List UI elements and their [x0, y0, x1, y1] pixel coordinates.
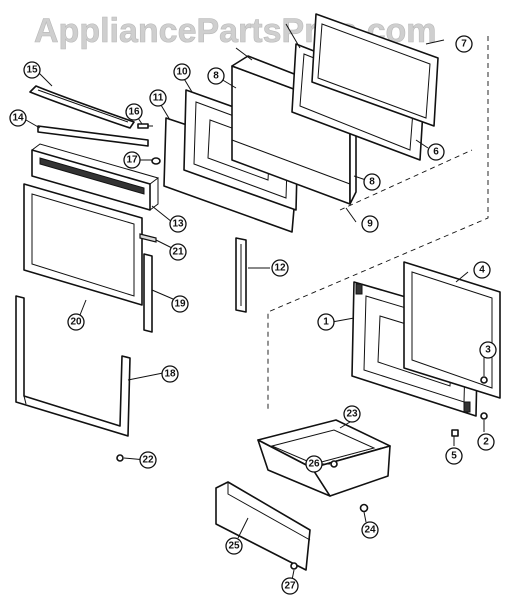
clip: [151, 157, 161, 165]
svg-text:18: 18: [164, 369, 176, 380]
storage-drawer: [257, 419, 391, 497]
drawer-fastener: [330, 460, 338, 468]
svg-text:11: 11: [153, 93, 164, 104]
svg-text:26: 26: [308, 459, 320, 470]
outer-door-panel: [23, 183, 143, 306]
callout-11: 11: [149, 89, 167, 107]
svg-text:7: 7: [461, 39, 467, 50]
bracket: [451, 429, 459, 437]
callout-25: 25: [225, 537, 243, 555]
svg-text:14: 14: [12, 113, 24, 124]
svg-text:1: 1: [323, 317, 329, 328]
hinge-channel: [235, 237, 247, 313]
door-handle: [29, 85, 135, 129]
callout-16: 16: [125, 103, 143, 121]
frame-screw: [116, 454, 124, 462]
callout-24: 24: [361, 521, 379, 539]
handle-screw: [137, 123, 153, 129]
door-gasket: [403, 261, 501, 399]
drawer-screw: [290, 562, 298, 570]
callout-1: 1: [317, 313, 335, 331]
callout-22: 22: [139, 451, 157, 469]
callout-6: 6: [427, 143, 445, 161]
svg-text:3: 3: [485, 345, 491, 356]
svg-text:16: 16: [128, 107, 140, 118]
svg-text:21: 21: [172, 247, 184, 258]
callout-5: 5: [445, 447, 463, 465]
svg-text:8: 8: [213, 71, 219, 82]
svg-text:15: 15: [26, 65, 38, 76]
callout-17: 17: [123, 151, 141, 169]
svg-text:4: 4: [479, 265, 485, 276]
door-frame: [15, 295, 131, 437]
callout-8a: 8: [207, 67, 225, 85]
callout-12: 12: [271, 259, 289, 277]
callout-23: 23: [343, 405, 361, 423]
callout-13: 13: [169, 215, 187, 233]
callout-4: 4: [473, 261, 491, 279]
door-strip: [139, 233, 157, 243]
callout-9: 9: [361, 215, 379, 233]
watermark-text: AppliancePartsPros.com: [34, 12, 436, 50]
drawer-nut: [359, 503, 369, 513]
callout-8b: 8: [363, 173, 381, 191]
svg-text:9: 9: [367, 219, 373, 230]
callout-27: 27: [281, 577, 299, 595]
svg-text:24: 24: [364, 525, 376, 536]
callout-19: 19: [171, 295, 189, 313]
vent-trim: [31, 143, 160, 211]
callout-20: 20: [67, 313, 85, 331]
door-screws: [480, 376, 488, 420]
svg-text:19: 19: [174, 299, 186, 310]
callout-18: 18: [161, 365, 179, 383]
callout-26: 26: [305, 455, 323, 473]
svg-text:23: 23: [346, 409, 358, 420]
svg-text:5: 5: [451, 451, 457, 462]
callout-10: 10: [173, 63, 191, 81]
guide-lines: [267, 36, 489, 410]
callout-14: 14: [9, 109, 27, 127]
outer-glass: [311, 13, 439, 127]
svg-text:13: 13: [172, 219, 184, 230]
svg-text:6: 6: [433, 147, 439, 158]
side-trim: [143, 253, 153, 333]
drawer-front-panel: [215, 481, 311, 571]
svg-text:25: 25: [228, 541, 240, 552]
svg-text:10: 10: [176, 67, 188, 78]
handle-trim: [37, 125, 149, 147]
callout-15: 15: [23, 61, 41, 79]
callout-7: 7: [455, 35, 473, 53]
callout-2: 2: [477, 433, 495, 451]
svg-text:12: 12: [274, 263, 286, 274]
svg-text:17: 17: [126, 155, 138, 166]
svg-text:8: 8: [369, 177, 375, 188]
svg-text:27: 27: [284, 581, 296, 592]
callout-21: 21: [169, 243, 187, 261]
svg-text:2: 2: [483, 437, 489, 448]
svg-text:22: 22: [142, 455, 154, 466]
svg-text:20: 20: [70, 317, 82, 328]
callout-3: 3: [479, 341, 497, 359]
